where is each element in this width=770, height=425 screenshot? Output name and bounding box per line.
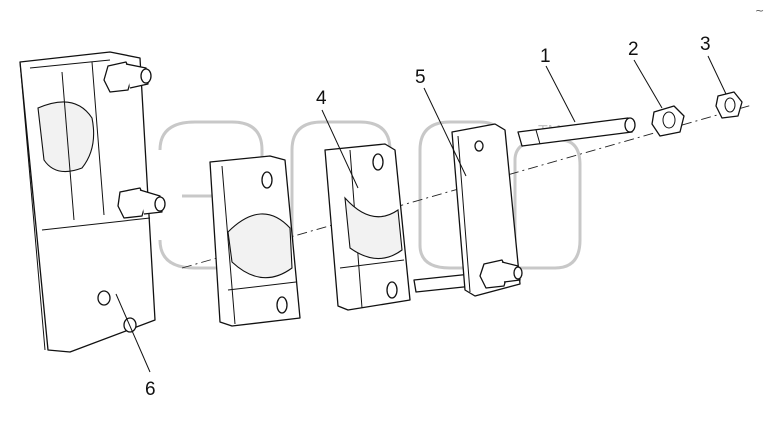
callout-5: 5: [415, 67, 426, 88]
flange-nut-part-2: [651, 105, 685, 137]
leader-4: [321, 109, 359, 189]
callout-1: 1: [540, 46, 551, 67]
stud-part-1: [517, 117, 636, 147]
callout-4: 4: [316, 88, 327, 109]
leader-6: [115, 293, 151, 373]
callout-6: 6: [145, 379, 156, 400]
leader-1: [545, 65, 576, 123]
callout-2: 2: [628, 39, 639, 60]
leader-2: [633, 59, 663, 109]
bracket-lower-nut: [117, 187, 166, 219]
leader-5: [423, 87, 467, 177]
bracket-upper-nut: [103, 61, 152, 93]
plate-part-5: [451, 123, 521, 297]
corner-mark: ~: [755, 4, 764, 17]
leader-3: [707, 55, 727, 95]
bracket-part-6: [19, 51, 156, 353]
callout-3: 3: [700, 34, 711, 55]
clamp-half-left: [209, 155, 301, 327]
nut-part-3: [715, 91, 743, 119]
clamp-part-4: [324, 143, 411, 311]
plate-nut: [479, 259, 523, 289]
